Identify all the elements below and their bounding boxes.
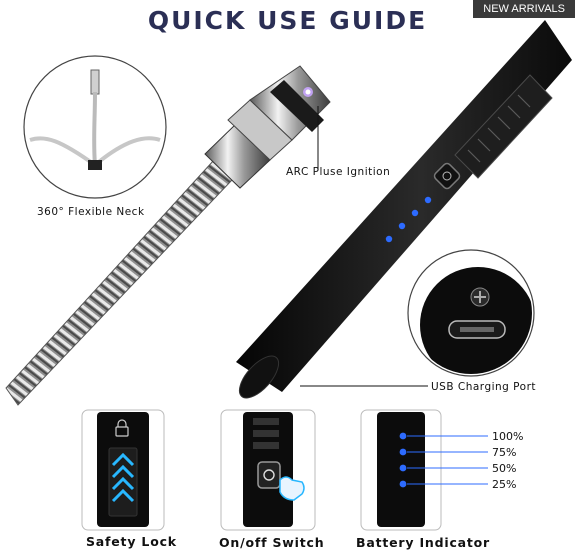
page-title: QUICK USE GUIDE bbox=[147, 6, 428, 35]
battery-panel bbox=[360, 409, 488, 531]
battery-caption: Battery Indicator bbox=[356, 535, 491, 550]
on-off-panel bbox=[220, 409, 316, 531]
new-arrivals-badge[interactable]: NEW ARRIVALS bbox=[473, 0, 575, 18]
metal-collar bbox=[204, 65, 331, 189]
safety-lock-caption: Safety Lock bbox=[86, 534, 177, 549]
flexible-hose bbox=[5, 159, 233, 406]
safety-lock-panel bbox=[81, 409, 165, 531]
arc-ignition-label: ARC Pluse Ignition bbox=[286, 166, 391, 178]
neck-inset bbox=[23, 55, 167, 199]
usb-inset bbox=[407, 249, 535, 377]
battery-level-100: 100% bbox=[492, 430, 524, 443]
flexible-neck-label: 360° Flexible Neck bbox=[37, 206, 145, 218]
battery-level-50: 50% bbox=[492, 462, 517, 475]
battery-level-75: 75% bbox=[492, 446, 517, 459]
usb-port-label: USB Charging Port bbox=[431, 381, 536, 393]
battery-level-25: 25% bbox=[492, 478, 517, 491]
lighter-body bbox=[236, 20, 572, 399]
on-off-caption: On/off Switch bbox=[219, 535, 325, 550]
